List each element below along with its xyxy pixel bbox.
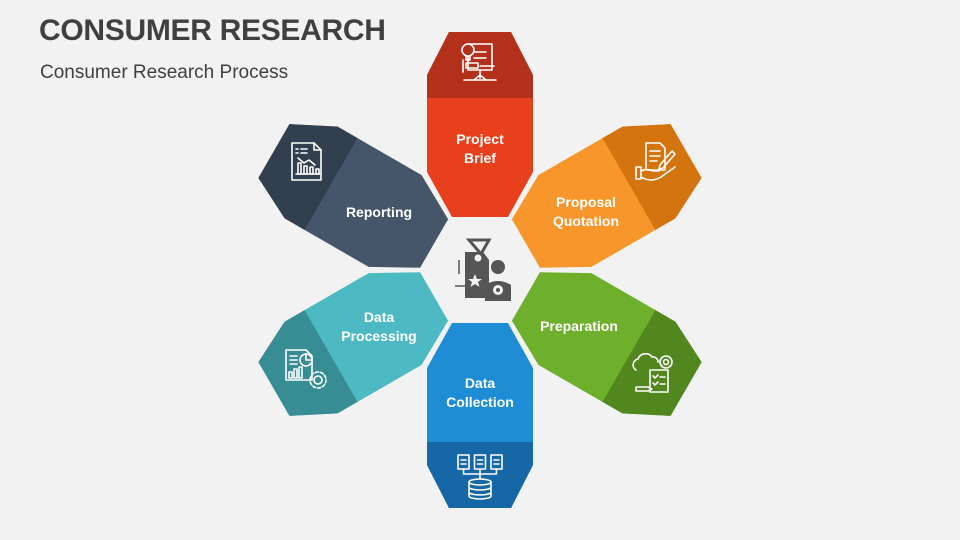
petal-project-brief bbox=[427, 32, 533, 217]
idea-presentation-icon bbox=[461, 43, 497, 81]
step-label-preparation: Preparation bbox=[540, 318, 618, 334]
price-tag-customer-icon bbox=[455, 238, 511, 301]
report-bar-chart-icon bbox=[291, 142, 322, 181]
page-title: CONSUMER RESEARCH bbox=[39, 14, 386, 47]
page-subtitle: Consumer Research Process bbox=[40, 62, 289, 83]
document-hand-pen-icon bbox=[635, 142, 676, 181]
petal-data-collection bbox=[427, 323, 533, 508]
step-label-reporting: Reporting bbox=[345, 204, 413, 220]
report-chart-gear-icon bbox=[285, 349, 327, 389]
database-documents-icon bbox=[457, 454, 503, 500]
cloud-gear-checklist-icon bbox=[632, 352, 673, 393]
